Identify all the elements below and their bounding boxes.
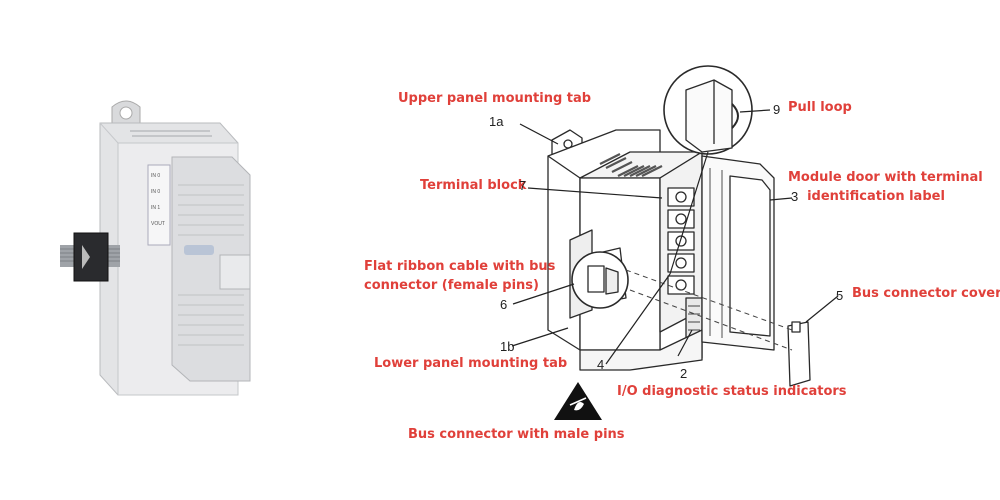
label-bus-connector-cover: Bus connector cover: [852, 286, 1000, 301]
svg-text:IN 1: IN 1: [151, 205, 160, 211]
module-photo: IN 0 IN 0 IN 1 VOUT: [60, 100, 251, 396]
module-line-drawing: [511, 65, 839, 420]
callout-6: 6: [500, 297, 508, 312]
label-lower-panel-mounting-tab: Lower panel mounting tab: [374, 356, 568, 371]
label-module-door-line2: identification label: [807, 189, 945, 204]
label-module-door-line1: Module door with terminal: [788, 170, 983, 185]
label-terminal-block: Terminal block: [420, 178, 527, 193]
label-io-diagnostic-status-indicators: I/O diagnostic status indicators: [617, 384, 847, 399]
label-upper-panel-mounting-tab: Upper panel mounting tab: [398, 91, 592, 106]
label-ribbon-cable-line1: Flat ribbon cable with bus: [364, 259, 556, 274]
callout-4: 4: [597, 357, 605, 372]
callout-3: 3: [791, 189, 799, 204]
callout-2: 2: [680, 366, 688, 381]
callout-7: 7: [519, 178, 527, 193]
callout-9: 9: [773, 102, 781, 117]
svg-text:IN 0: IN 0: [151, 173, 160, 179]
esd-warning-icon: [554, 382, 602, 420]
callout-1a: 1a: [489, 114, 504, 129]
svg-text:VOUT: VOUT: [151, 221, 165, 227]
label-pull-loop: Pull loop: [788, 100, 852, 115]
callout-1b: 1b: [500, 339, 515, 354]
callout-5: 5: [836, 288, 844, 303]
label-bus-connector-male-pins: Bus connector with male pins: [408, 427, 625, 442]
svg-text:IN 0: IN 0: [151, 189, 160, 195]
label-ribbon-cable-line2: connector (female pins): [364, 278, 539, 293]
